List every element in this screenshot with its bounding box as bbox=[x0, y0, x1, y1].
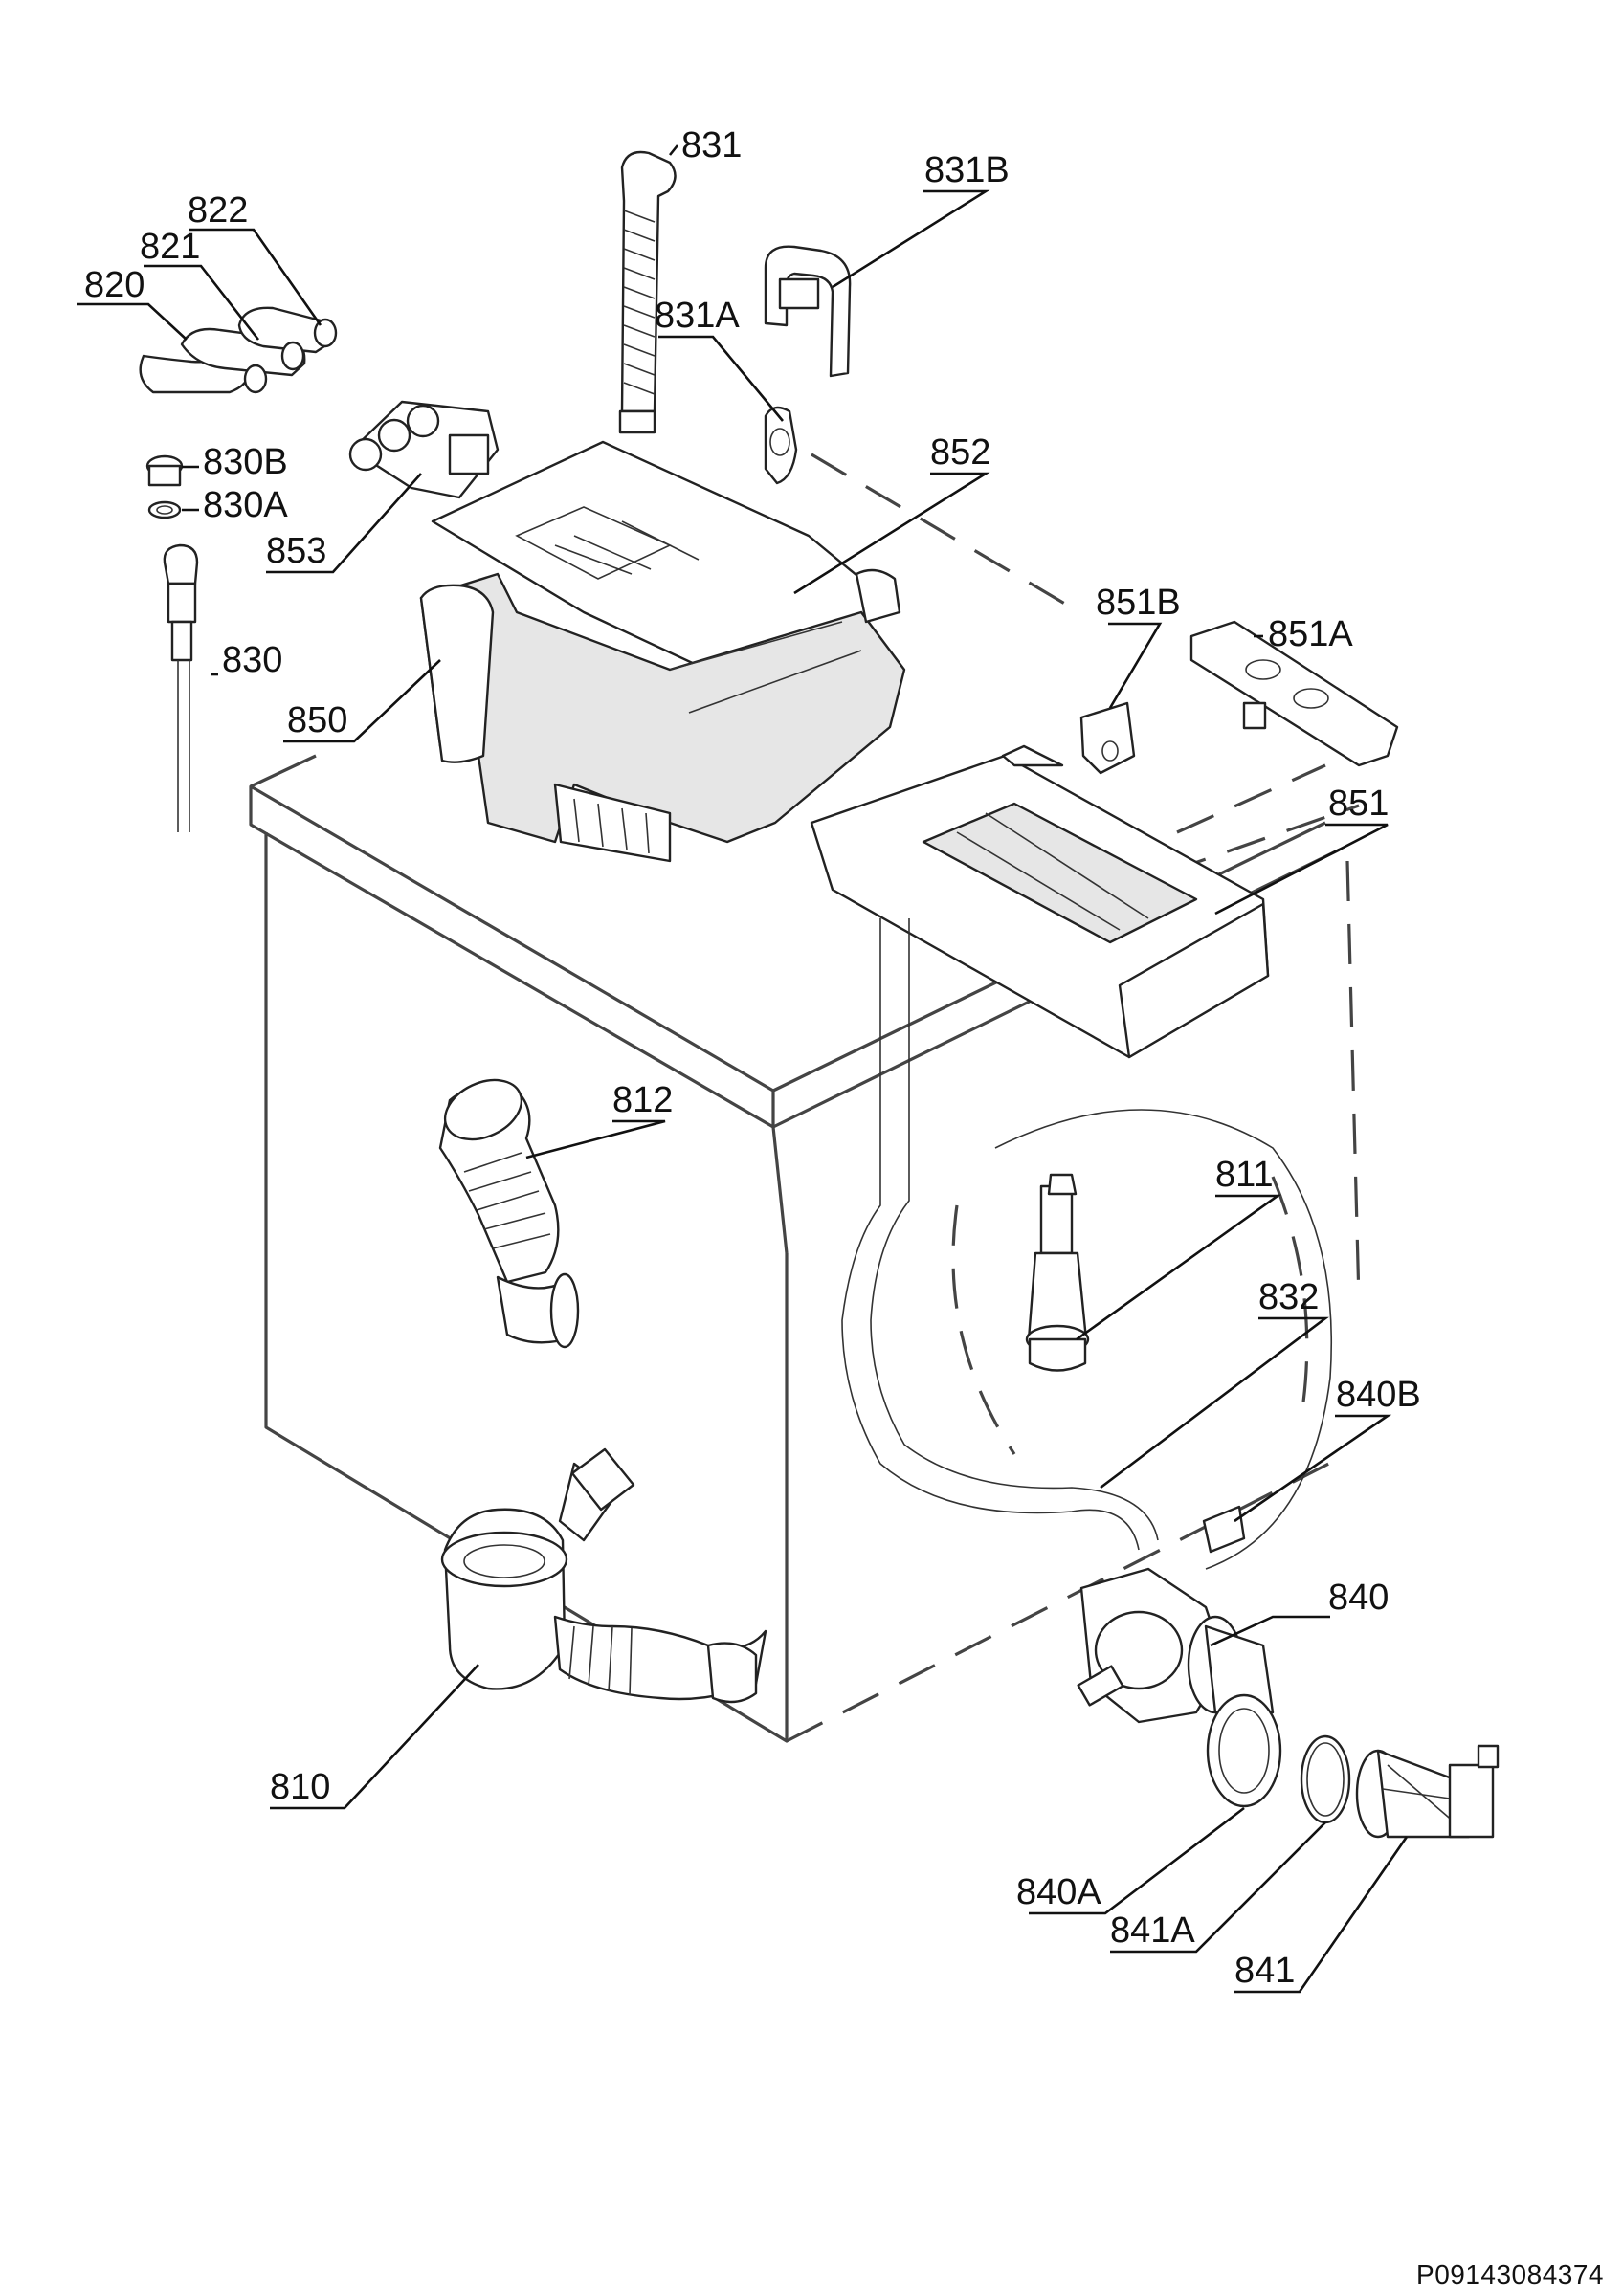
callout-840: 840 bbox=[1328, 1578, 1389, 1618]
callout-841a: 841A bbox=[1110, 1910, 1195, 1951]
part-831-drain-hose bbox=[618, 150, 677, 434]
callout-840a: 840A bbox=[1016, 1872, 1101, 1912]
callout-821: 821 bbox=[140, 227, 200, 267]
callout-822: 822 bbox=[188, 190, 248, 231]
callout-851: 851 bbox=[1328, 784, 1389, 824]
callout-810: 810 bbox=[270, 1767, 330, 1807]
callout-852: 852 bbox=[930, 432, 990, 473]
diagram-reference-code: P09143084374 bbox=[1416, 2260, 1604, 2289]
callout-851b: 851B bbox=[1096, 583, 1181, 623]
part-840-drain-pump bbox=[1077, 1567, 1275, 1724]
callout-830: 830 bbox=[222, 640, 282, 680]
part-850-852-dispenser-housing bbox=[419, 440, 906, 863]
part-851-detergent-drawer bbox=[810, 744, 1270, 1059]
callout-841: 841 bbox=[1234, 1951, 1295, 1991]
part-840a-ring bbox=[1206, 1693, 1282, 1808]
callout-832: 832 bbox=[1258, 1277, 1319, 1317]
part-851b-clip bbox=[1079, 701, 1136, 775]
callout-812: 812 bbox=[612, 1080, 673, 1120]
callout-811: 811 bbox=[1215, 1155, 1274, 1195]
callout-831b: 831B bbox=[924, 150, 1010, 190]
part-832-pressure-hose bbox=[841, 918, 1333, 1570]
callout-840b: 840B bbox=[1336, 1375, 1421, 1415]
part-810-sump-hose bbox=[440, 1447, 767, 1704]
callout-labels: 810 811 812 820 821 822 830 830A 830B 83… bbox=[84, 125, 1421, 1991]
callout-830b: 830B bbox=[203, 442, 288, 482]
part-841a-o-ring bbox=[1300, 1734, 1351, 1824]
callout-850: 850 bbox=[287, 700, 347, 740]
callout-820: 820 bbox=[84, 265, 145, 305]
callout-853: 853 bbox=[266, 531, 326, 571]
part-840b-cap bbox=[1202, 1505, 1246, 1554]
part-841-pump-filter bbox=[1355, 1744, 1500, 1839]
callout-831: 831 bbox=[681, 125, 742, 166]
part-831b-hose-guide bbox=[764, 245, 852, 378]
part-851a-drawer-handle bbox=[1189, 620, 1399, 767]
part-811-pressure-chamber bbox=[1025, 1173, 1090, 1372]
part-812-bellows-hose bbox=[438, 1078, 580, 1349]
leader-lines bbox=[77, 144, 1409, 1994]
callout-831a: 831A bbox=[655, 296, 740, 336]
callout-830a: 830A bbox=[203, 485, 288, 525]
callout-851a: 851A bbox=[1268, 614, 1353, 654]
part-853-inlet-valve bbox=[348, 400, 500, 499]
part-830a-830b-washers bbox=[145, 454, 184, 519]
parts-820-822-hoses bbox=[139, 306, 338, 394]
part-830-inlet-hose bbox=[163, 543, 199, 832]
